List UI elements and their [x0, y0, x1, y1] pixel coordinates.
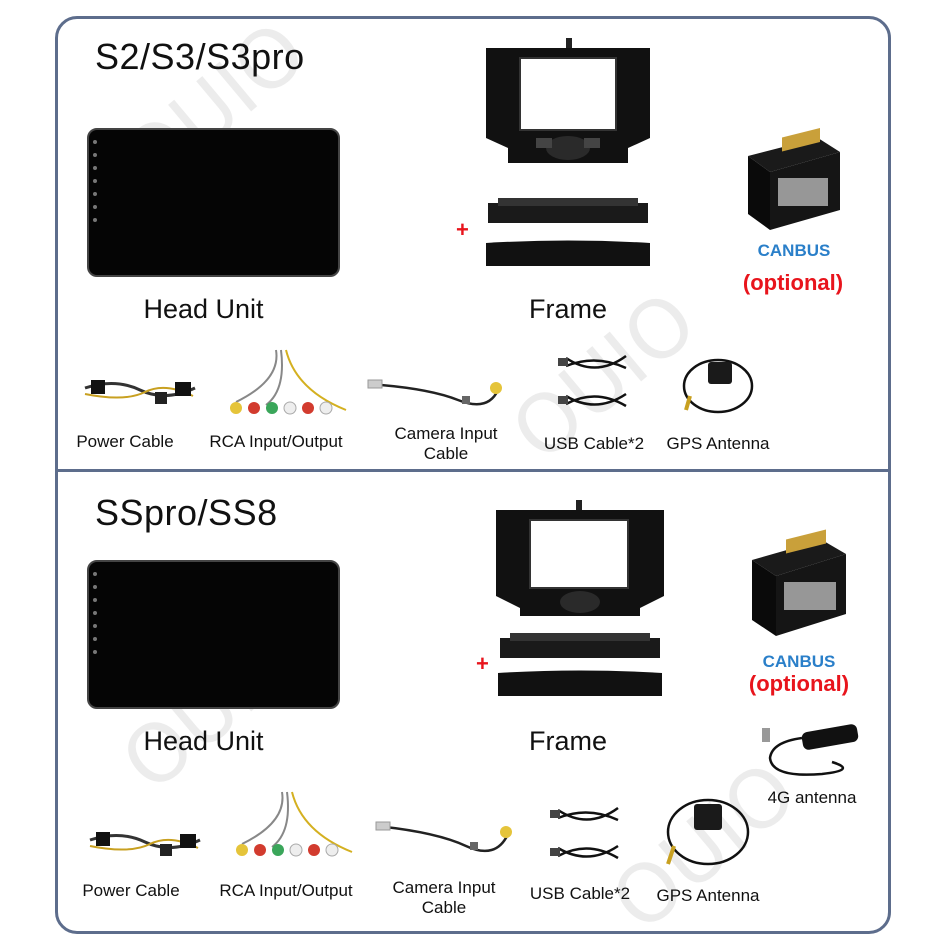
frame-label: Frame — [528, 726, 607, 756]
canbus-label: CANBUS — [757, 241, 831, 260]
usb-cable-label: USB Cable*2 — [543, 434, 645, 453]
camera-cable-label: Camera Input Cable — [380, 424, 512, 464]
camera-cable-image — [375, 821, 512, 853]
camera-cable-label-line1: Camera Input — [392, 878, 496, 897]
4g-antenna-label: 4G antenna — [767, 788, 857, 807]
section-title: S2/S3/S3pro — [95, 36, 305, 77]
head-unit-image — [87, 560, 340, 709]
plus-sign: + — [476, 651, 489, 676]
camera-cable-label-line2: Cable — [423, 444, 469, 463]
section-divider — [55, 469, 891, 472]
gps-antenna-label: GPS Antenna — [666, 434, 770, 453]
head-unit-image — [87, 128, 340, 277]
head-unit-label: Head Unit — [143, 294, 264, 324]
canbus-box-image — [748, 128, 840, 230]
usb-cable-image — [550, 806, 619, 860]
rca-cable-image — [236, 791, 353, 857]
section-title: SSpro/SS8 — [95, 492, 278, 533]
canbus-box-image — [752, 529, 846, 636]
optional-label: (optional) — [742, 270, 844, 295]
optional-label: (optional) — [748, 671, 850, 696]
rca-cable-image — [230, 349, 347, 415]
usb-cable-image — [558, 354, 627, 408]
plus-sign: + — [456, 217, 469, 242]
usb-cable-label: USB Cable*2 — [529, 884, 631, 903]
power-cable-image — [89, 832, 201, 856]
gps-antenna-image — [682, 358, 754, 414]
frame-image — [496, 500, 664, 696]
power-cable-label: Power Cable — [76, 432, 174, 451]
gps-antenna-label: GPS Antenna — [656, 886, 760, 905]
camera-cable-label-line2: Cable — [421, 898, 467, 917]
camera-cable-label: Camera Input Cable — [378, 878, 510, 918]
4g-antenna-image — [762, 724, 859, 776]
gps-antenna-image — [666, 798, 750, 866]
head-unit-label: Head Unit — [143, 726, 264, 756]
camera-cable-image — [367, 379, 502, 406]
frame-image — [486, 38, 650, 266]
power-cable-label: Power Cable — [82, 881, 180, 900]
rca-label: RCA Input/Output — [219, 881, 353, 900]
rca-label: RCA Input/Output — [209, 432, 343, 451]
frame-label: Frame — [528, 294, 607, 324]
power-cable-image — [84, 380, 196, 404]
camera-cable-label-line1: Camera Input — [394, 424, 498, 443]
canbus-label: CANBUS — [762, 652, 836, 671]
